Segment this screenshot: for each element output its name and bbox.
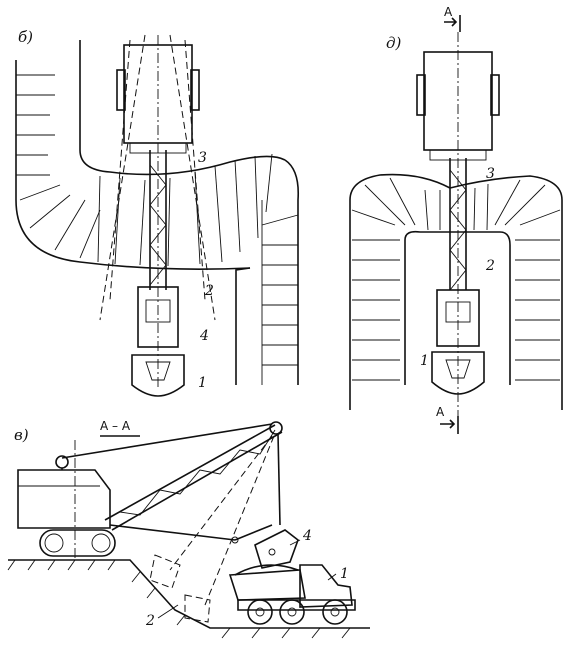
callout-v-1: 1 (340, 566, 349, 582)
boom-truss (149, 150, 167, 290)
callout-v-2: 2 (145, 613, 155, 629)
callout-b-1: 1 (198, 375, 207, 391)
boom-v (104, 424, 283, 531)
track-right-d (490, 74, 500, 116)
truck-wheel-3 (322, 599, 348, 625)
truck-cab-v (299, 564, 353, 608)
truck-hub-1 (255, 607, 265, 617)
truck-cab (145, 361, 171, 381)
pit-wall-left (15, 60, 251, 270)
leader-v-4 (289, 539, 301, 546)
hatch-d-left (351, 177, 416, 381)
hatch-face-fan (97, 153, 273, 267)
truck-d (431, 351, 485, 395)
trench-right-inner (235, 267, 251, 385)
truck-body (228, 569, 306, 601)
callout-b-2: 2 (204, 283, 214, 299)
panel-b: б) (15, 28, 300, 397)
callout-v-4: 4 (302, 528, 312, 544)
handle-link (234, 524, 273, 541)
boom-lacing-v (119, 429, 276, 516)
callout-d-2: 2 (485, 258, 495, 274)
truck-load (234, 564, 299, 576)
crawler-wheel-1 (44, 533, 64, 553)
truck-hub-2 (287, 607, 297, 617)
dipper-handle (109, 524, 236, 541)
dipper-pin (268, 548, 276, 556)
excavator-house (17, 469, 111, 529)
boom-d (449, 158, 467, 290)
hatch-d-right (494, 179, 561, 381)
track-right (190, 69, 200, 111)
section-mark-top: A (444, 5, 453, 19)
pit-outline-d (349, 173, 563, 410)
truck-hub-3 (330, 607, 340, 617)
panel-v: в) A – A (7, 419, 370, 639)
truck-wheel-1 (247, 599, 273, 625)
crawler (39, 529, 116, 557)
hopper-4 (137, 286, 179, 348)
boom-lacing-d (449, 169, 467, 291)
panel-d: д) A (349, 5, 563, 434)
leader-v-2 (157, 604, 179, 619)
dipper-ghost-2 (184, 594, 211, 623)
truck-cab-d (445, 359, 471, 379)
dipper-ghost-1 (149, 554, 181, 589)
truck-chassis (237, 599, 356, 611)
callout-b-3: 3 (198, 150, 207, 166)
crawler-wheel-2 (91, 533, 111, 553)
pit-inner-d (404, 230, 511, 385)
pit-edge-upper (79, 40, 286, 176)
track-left (116, 69, 126, 111)
pendant-rope (61, 423, 273, 459)
dig-path-2 (204, 435, 275, 606)
hatch-left-wall (16, 74, 101, 259)
ground-hatch (7, 559, 351, 639)
dipper-4 (254, 529, 299, 569)
callout-d-3: 3 (486, 166, 495, 182)
section-title: A – A (100, 419, 131, 433)
track-left-d (416, 74, 426, 116)
section-arrow-bottom (440, 419, 456, 429)
swing-line-3 (109, 39, 131, 301)
truck-1 (131, 354, 185, 397)
panel-v-label: в) (14, 426, 29, 444)
dig-path-1 (169, 435, 273, 571)
hopper-inner (145, 299, 171, 323)
hopper-inner-d (445, 301, 471, 323)
panel-d-label: д) (386, 34, 402, 52)
boom-point-sheave (269, 421, 283, 435)
truck-wheel-2 (279, 599, 305, 625)
hoist-rope (277, 433, 281, 526)
leader-v-1 (327, 573, 337, 581)
section-arrow-top (444, 17, 458, 27)
swing-line-1 (99, 34, 146, 321)
callout-b-4: 4 (199, 328, 209, 344)
panel-b-label: б) (18, 28, 33, 46)
hatch-trench-right (261, 214, 299, 366)
callout-d-1: 1 (420, 353, 429, 369)
swing-line-2 (169, 34, 216, 321)
ground-profile (8, 559, 370, 629)
hatch-d-face (424, 183, 489, 231)
section-mark-bottom: A (436, 405, 445, 419)
hopper-d (436, 289, 480, 347)
trench-right-outer (284, 159, 300, 385)
boom-lacing (149, 164, 167, 286)
